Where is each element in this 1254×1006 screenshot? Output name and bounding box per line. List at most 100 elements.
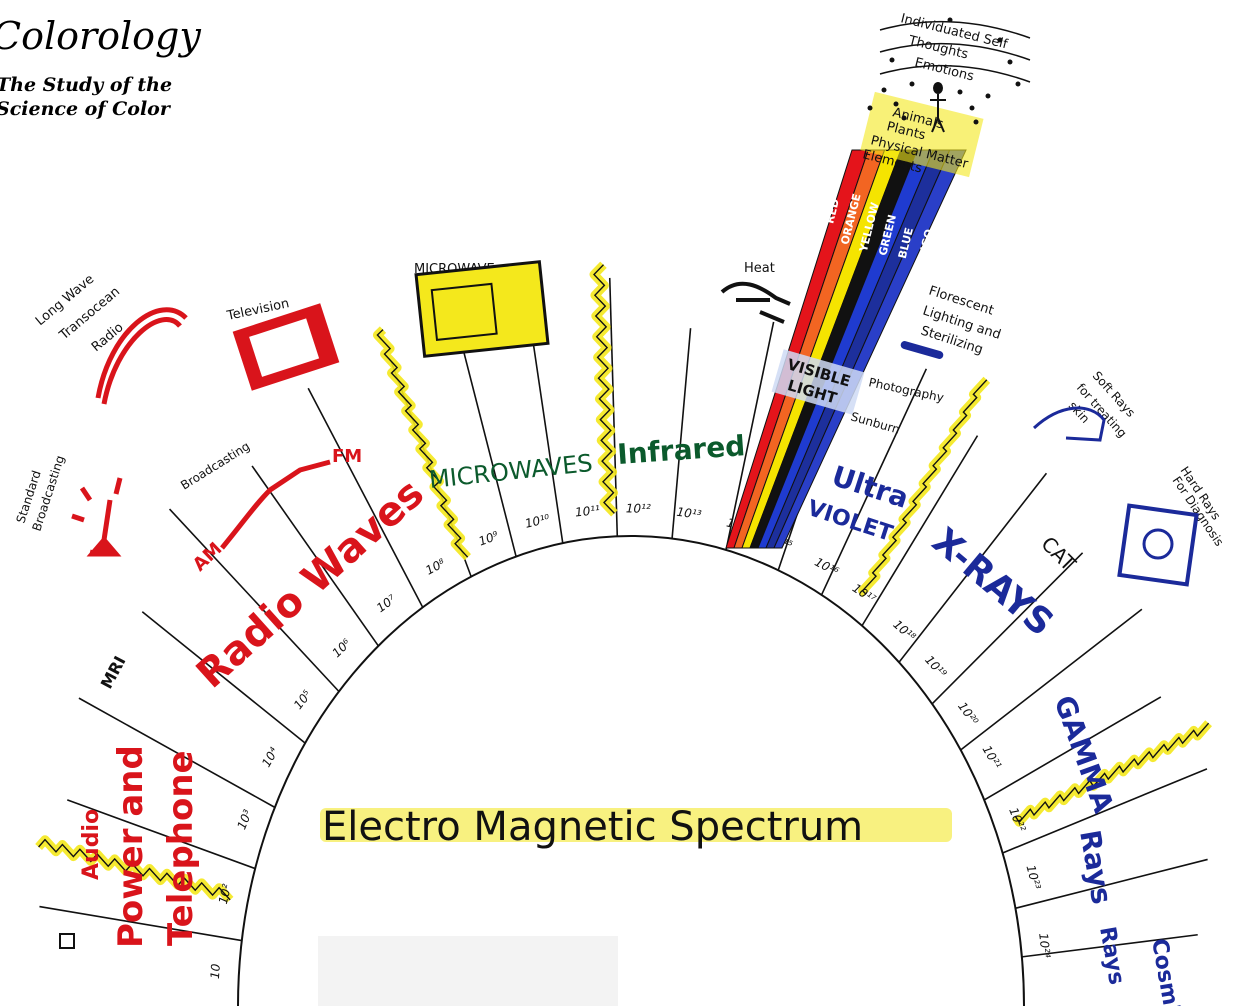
radial-line: [898, 472, 1048, 663]
band-label-fm: FM: [332, 446, 362, 467]
radial-line: [251, 465, 380, 647]
band-boundary-squiggle: [38, 838, 231, 901]
scale-label: 10²: [216, 883, 234, 906]
band-label-am: AM: [189, 538, 226, 575]
microwave-door-window: [430, 282, 498, 341]
photography-label: Photography: [867, 375, 945, 405]
radial-line: [671, 328, 692, 539]
scale-label: 10: [208, 963, 223, 980]
scale-label: 10²⁰: [955, 699, 981, 728]
scale-label: 10⁸: [423, 556, 447, 578]
tower-dot: [985, 93, 991, 99]
tower-dot: [947, 17, 953, 23]
consciousness-tower: Individuated SelfThoughtsEmotionsAnimals…: [860, 11, 1031, 178]
tower-dot: [957, 89, 963, 95]
xray-film-icon: [1117, 503, 1199, 587]
tower-dot: [997, 37, 1003, 43]
center-title-highlight: [320, 808, 952, 842]
scale-label: 10³: [234, 808, 255, 832]
band-label-microwaves: MICROWAVES: [428, 449, 594, 494]
band-boundary-squiggles: [35, 261, 1212, 903]
scale-label: 10¹¹: [574, 503, 600, 520]
band-label-cosmic: Cosmic: [1146, 937, 1186, 1006]
scale-arc: [237, 535, 1025, 1006]
scale-label: 10²¹: [980, 743, 1005, 772]
heat-label: Heat: [744, 261, 775, 276]
header-subtitle-line2: Science of Color: [0, 98, 170, 120]
tower-dot: [901, 115, 907, 121]
standard-broadcasting-illustration: Standard Broadcasting: [14, 454, 123, 557]
xray-skull-icon: [1142, 528, 1174, 560]
heat-hand-icon: [720, 281, 791, 324]
band-label-power: Power and: [111, 745, 151, 948]
scale-label: 10⁴: [259, 745, 281, 770]
broadcasting-illustration: Broadcasting: [178, 439, 252, 493]
florescent-illustration: Florescent Lighting and Sterilizing: [900, 284, 1003, 359]
header-title: Colorology: [0, 14, 201, 58]
band-boundary-squiggle: [1014, 722, 1210, 824]
band-label-radio-waves: Radio Waves: [188, 470, 433, 697]
band-label-telephone: Telephone: [161, 750, 201, 946]
am-fm-signal: [220, 459, 331, 550]
radial-line: [141, 611, 306, 744]
band-boundary-highlight: [589, 261, 618, 517]
radial-line: [861, 435, 979, 627]
radial-line: [725, 321, 775, 551]
header-subtitle-line1: The Study of the: [0, 74, 173, 96]
radial-line: [1002, 768, 1208, 854]
scale-label: 10¹⁶: [812, 555, 841, 579]
radial-line: [1021, 933, 1198, 958]
radial-line: [78, 697, 276, 809]
band-label-xrays: X-RAYS: [924, 520, 1061, 644]
paper-strip: [318, 936, 618, 1006]
scale-label: 10⁷: [374, 592, 399, 615]
tower-dot: [969, 105, 975, 111]
band-label-rays: Rays: [1073, 827, 1118, 906]
scale-label: 10¹⁰: [524, 512, 552, 531]
heat-illustration: Heat: [720, 261, 791, 324]
florescent-tube-icon: [900, 341, 944, 359]
radial-line: [820, 368, 928, 596]
radial-line: [39, 905, 242, 942]
scale-label: 10⁹: [477, 528, 501, 548]
radial-line: [527, 311, 564, 544]
scale-label: 10¹³: [676, 505, 703, 522]
band-label-infrared: Infrared: [616, 429, 746, 471]
visible-light-color-name: VIOLET: [931, 236, 954, 282]
visible-light-column: [725, 149, 967, 549]
scale-label: 10¹⁸: [890, 617, 918, 644]
band-boundary-squiggle: [376, 329, 469, 558]
scale-label: 10¹⁹: [922, 653, 949, 681]
band-boundary-squiggle: [593, 264, 615, 514]
sunburn-label: Sunburn: [849, 409, 901, 436]
tower-dot: [1007, 59, 1013, 65]
tower-dot: [893, 101, 899, 107]
human-figure-body: [930, 94, 946, 133]
band-label-mri: MRI: [97, 653, 130, 692]
scale-label: 10²³: [1023, 863, 1043, 891]
microwave-illustration: MICROWAVE: [414, 260, 550, 358]
tower-dot: [909, 81, 915, 87]
tower-dot: [867, 105, 873, 111]
scale-label: 10⁶: [329, 636, 353, 660]
tower-dot: [1015, 81, 1021, 87]
tower-dot: [889, 57, 895, 63]
human-figure-head: [933, 82, 943, 94]
long-wave-arc-icon: [95, 307, 188, 405]
radial-line: [307, 387, 424, 608]
band-label-cat: CAT: [1036, 532, 1081, 577]
broadcast-tower-icon: [71, 477, 123, 557]
band-label-audio: Audio: [79, 809, 104, 880]
tower-dots: [867, 17, 1021, 125]
visible-light-color-name: RED: [823, 197, 842, 225]
center-title: Electro Magnetic Spectrum: [322, 804, 863, 850]
soft-rays-illustration: Soft Rays for treating skin: [1032, 369, 1138, 442]
hard-rays-illustration: Hard Rays For Diagnosis: [1117, 464, 1226, 587]
scale-label: 10⁵: [291, 687, 315, 712]
scale-label: 10¹²: [626, 501, 651, 515]
radial-line: [960, 608, 1143, 751]
radial-line: [983, 696, 1162, 801]
small-box-icon: [59, 933, 75, 949]
tower-dot: [973, 119, 979, 125]
scale-label: 10²⁴: [1036, 932, 1053, 959]
